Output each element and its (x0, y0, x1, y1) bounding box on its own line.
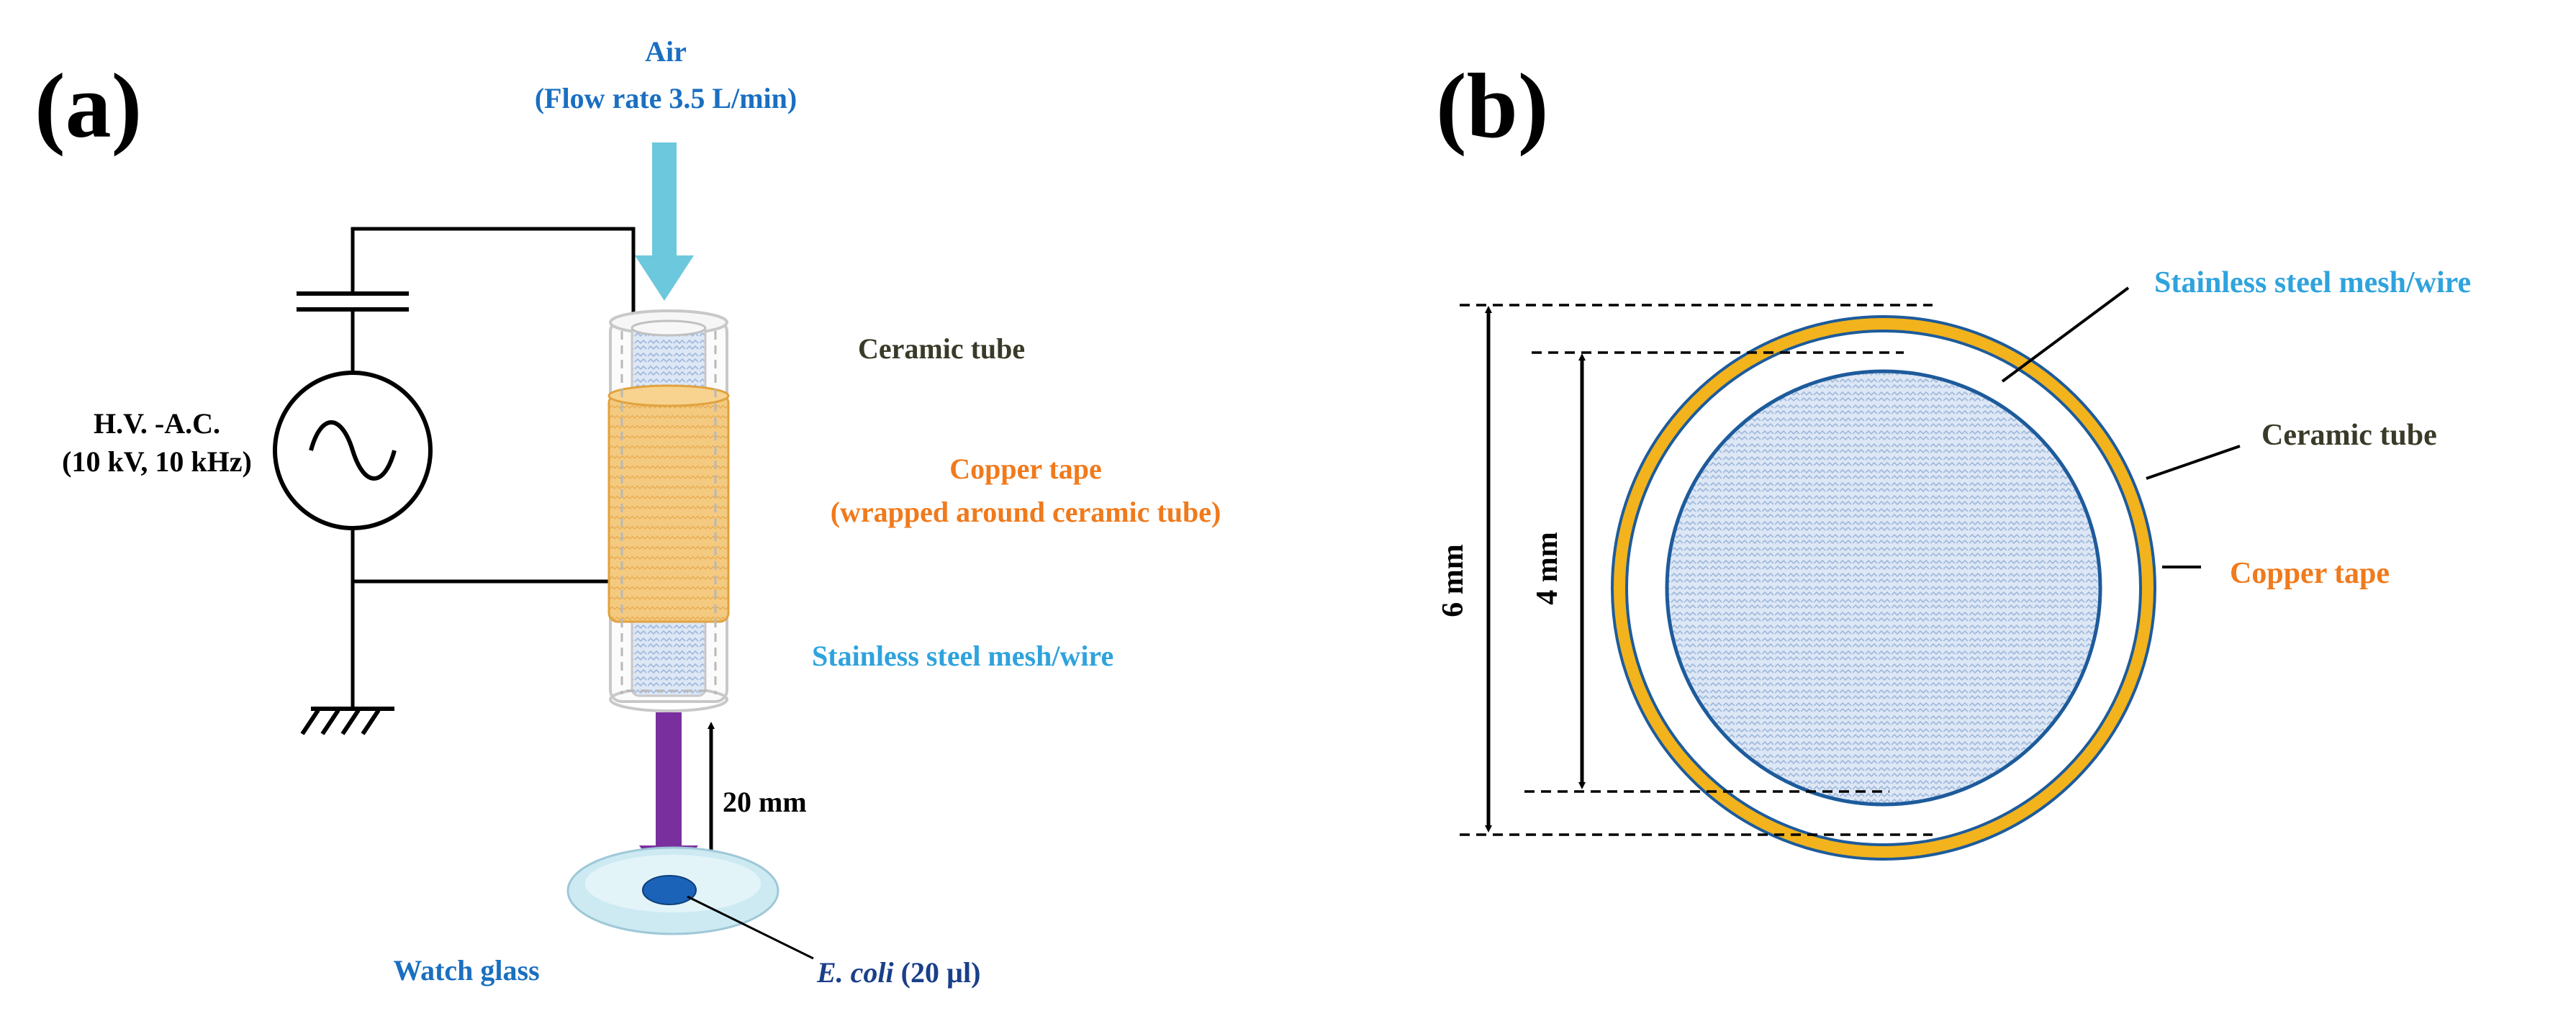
ac-source-icon (273, 371, 433, 530)
circuit-wires (351, 227, 636, 709)
cross-section (1611, 315, 2156, 861)
copper-tape-label-b: Copper tape (2230, 557, 2390, 590)
panel-b: (b) 6 mm 4 mm Stainless steel mesh/wire … (1436, 55, 2471, 861)
ceramic-tube-label: Ceramic tube (858, 332, 1025, 365)
ecoli-volume-label: (20 µl) (894, 956, 981, 989)
mesh-electrode-disk (1665, 369, 2102, 807)
ground-icon (300, 707, 394, 735)
air-label: Air (645, 35, 687, 68)
power-label-line2: (10 kV, 10 kHz) (62, 445, 252, 478)
ecoli-drop (642, 875, 697, 905)
mesh-label-b: Stainless steel mesh/wire (2154, 266, 2471, 299)
leader-lines-b (2001, 286, 2241, 568)
distance-label: 20 mm (723, 786, 807, 818)
tube-inner-outline (620, 331, 717, 694)
panel-a: (a) Air (Flow rate 3.5 L/min) H.V. -A.C.… (35, 35, 1221, 989)
copper-tape-wrap (607, 384, 730, 623)
ceramic-tube-label-b: Ceramic tube (2261, 419, 2437, 452)
panel-a-label: (a) (35, 55, 142, 157)
power-label-line1: H.V. -A.C. (94, 407, 220, 440)
dimension-extension-lines (1460, 304, 1933, 836)
ecoli-leader-line (687, 895, 814, 960)
outer-diameter-label: 6 mm (1437, 544, 1470, 617)
panel-b-label: (b) (1436, 55, 1548, 157)
mesh-label-a: Stainless steel mesh/wire (812, 640, 1113, 672)
air-flow-arrow (635, 142, 694, 301)
copper-tape-label-line2: (wrapped around ceramic tube) (831, 496, 1221, 528)
watch-glass-label: Watch glass (393, 954, 539, 986)
inner-diameter-label: 4 mm (1531, 532, 1564, 604)
capacitor-symbol (297, 291, 409, 312)
copper-tape-label-line1: Copper tape (949, 453, 1101, 485)
ecoli-label: E. coli (20 µl) (816, 956, 980, 989)
ecoli-italic-label: E. coli (816, 956, 894, 989)
flow-rate-label: (Flow rate 3.5 L/min) (535, 82, 797, 114)
